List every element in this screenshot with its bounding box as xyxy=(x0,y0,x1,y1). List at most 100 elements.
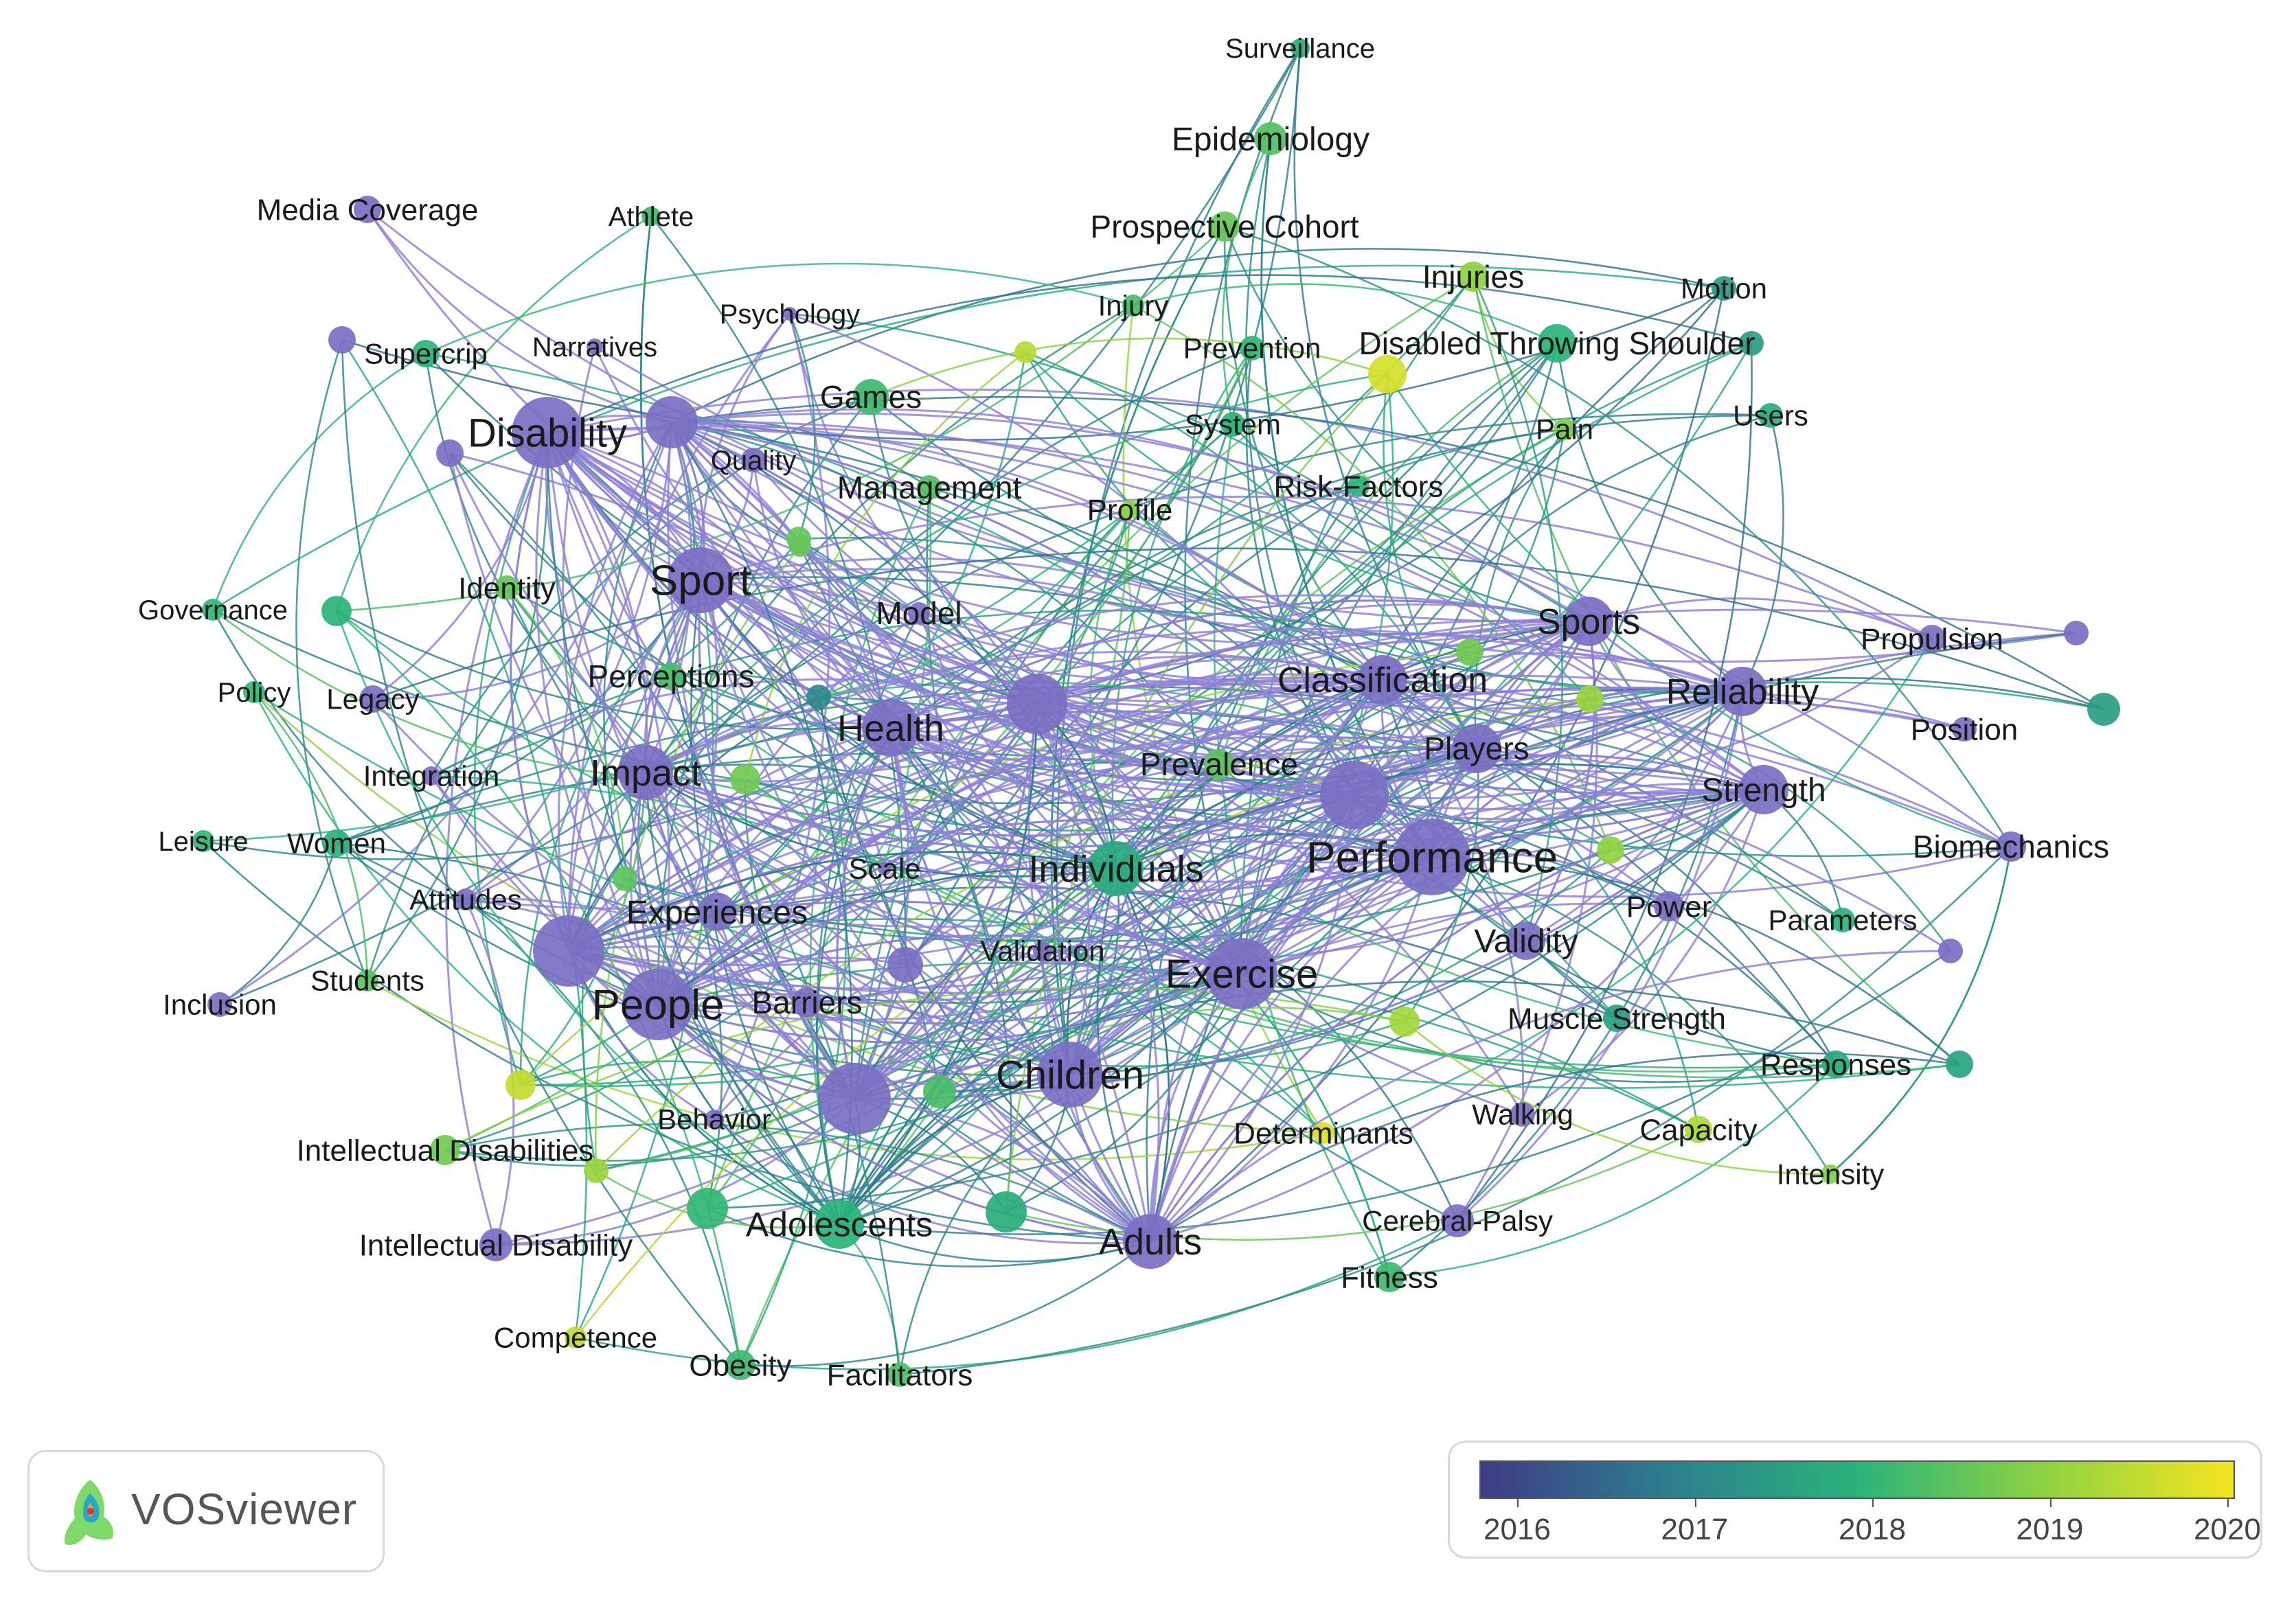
label-media-coverage[interactable]: Media Coverage xyxy=(257,193,479,227)
label-prevalence[interactable]: Prevalence xyxy=(1140,746,1298,782)
node-unlabeled[interactable] xyxy=(533,915,604,987)
label-system[interactable]: System xyxy=(1185,409,1281,441)
label-impact[interactable]: Impact xyxy=(590,753,701,794)
label-responses[interactable]: Responses xyxy=(1760,1048,1911,1081)
node-psychology[interactable] xyxy=(783,307,797,321)
label-obesity[interactable]: Obesity xyxy=(689,1349,791,1382)
label-governance[interactable]: Governance xyxy=(138,595,288,626)
label-strength[interactable]: Strength xyxy=(1701,772,1826,809)
node-cerebral-palsy[interactable] xyxy=(1441,1204,1474,1237)
node-policy[interactable] xyxy=(243,681,265,703)
node-unlabeled[interactable] xyxy=(819,1063,891,1134)
label-intellectual-disabilities[interactable]: Intellectual Disabilities xyxy=(297,1134,594,1167)
node-attitudes[interactable] xyxy=(455,888,477,910)
label-policy[interactable]: Policy xyxy=(218,678,291,708)
node-legacy[interactable] xyxy=(359,685,387,713)
node-athlete[interactable] xyxy=(641,207,661,226)
node-unlabeled[interactable] xyxy=(1739,331,1764,356)
label-profile[interactable]: Profile xyxy=(1087,493,1173,527)
node-obesity[interactable] xyxy=(725,1350,755,1380)
label-fitness[interactable]: Fitness xyxy=(1341,1261,1438,1294)
node-governance[interactable] xyxy=(202,599,224,621)
label-intensity[interactable]: Intensity xyxy=(1777,1158,1884,1191)
label-reliability[interactable]: Reliability xyxy=(1666,672,1819,712)
node-prospective-cohort[interactable] xyxy=(1209,211,1240,242)
node-unlabeled[interactable] xyxy=(687,1188,728,1229)
label-adults[interactable]: Adults xyxy=(1099,1221,1202,1263)
node-parameters[interactable] xyxy=(1830,908,1855,932)
node-unlabeled[interactable] xyxy=(613,867,637,891)
node-identity[interactable] xyxy=(495,575,519,600)
node-unlabeled[interactable] xyxy=(584,1158,609,1183)
label-athlete[interactable]: Athlete xyxy=(609,202,694,232)
node-scale[interactable] xyxy=(878,862,891,875)
node-sport[interactable] xyxy=(668,547,734,613)
node-health[interactable] xyxy=(862,699,920,757)
label-scale[interactable]: Scale xyxy=(848,853,920,885)
node-unlabeled[interactable] xyxy=(1368,355,1407,393)
node-narratives[interactable] xyxy=(587,339,603,355)
node-adults[interactable] xyxy=(1123,1214,1178,1269)
node-adolescents[interactable] xyxy=(815,1200,864,1249)
label-inclusion[interactable]: Inclusion xyxy=(163,989,277,1021)
node-performance[interactable] xyxy=(1394,818,1470,895)
node-injury[interactable] xyxy=(1122,295,1144,317)
label-identity[interactable]: Identity xyxy=(458,571,556,605)
node-integration[interactable] xyxy=(422,766,441,785)
label-facilitators[interactable]: Facilitators xyxy=(827,1358,973,1392)
label-disabled-throwing-shoulder[interactable]: Disabled Throwing Shoulder xyxy=(1359,325,1755,361)
label-performance[interactable]: Performance xyxy=(1306,832,1558,882)
label-narratives[interactable]: Narratives xyxy=(532,332,657,363)
node-pain[interactable] xyxy=(1554,418,1576,440)
node-validation[interactable] xyxy=(1033,941,1052,961)
label-exercise[interactable]: Exercise xyxy=(1166,952,1318,996)
node-unlabeled[interactable] xyxy=(806,685,831,709)
node-management[interactable] xyxy=(917,475,942,500)
label-risk-factors[interactable]: Risk-Factors xyxy=(1274,470,1444,503)
node-unlabeled[interactable] xyxy=(1938,939,1963,963)
node-reliability[interactable] xyxy=(1718,667,1767,716)
node-leisure[interactable] xyxy=(192,830,214,852)
label-students[interactable]: Students xyxy=(310,965,424,997)
node-epidemiology[interactable] xyxy=(1254,122,1287,155)
label-supercrip[interactable]: Supercrip xyxy=(364,338,488,370)
label-players[interactable]: Players xyxy=(1424,731,1529,766)
node-games[interactable] xyxy=(853,379,889,415)
label-barriers[interactable]: Barriers xyxy=(751,985,862,1020)
node-children[interactable] xyxy=(1037,1042,1103,1108)
node-injuries[interactable] xyxy=(1458,262,1488,292)
node-unlabeled[interactable] xyxy=(1456,639,1484,666)
label-classification[interactable]: Classification xyxy=(1277,661,1488,700)
label-epidemiology[interactable]: Epidemiology xyxy=(1172,122,1369,158)
node-intellectual-disability[interactable] xyxy=(479,1228,512,1261)
node-motion[interactable] xyxy=(1712,276,1736,301)
label-cerebral-palsy[interactable]: Cerebral-Palsy xyxy=(1362,1205,1553,1237)
label-behavior[interactable]: Behavior xyxy=(657,1103,771,1136)
node-strength[interactable] xyxy=(1739,765,1788,814)
node-fitness[interactable] xyxy=(1374,1262,1405,1292)
node-surveillance[interactable] xyxy=(1291,38,1310,58)
label-children[interactable]: Children xyxy=(996,1053,1144,1097)
label-integration[interactable]: Integration xyxy=(363,760,499,792)
node-responses[interactable] xyxy=(1822,1051,1850,1078)
label-capacity[interactable]: Capacity xyxy=(1639,1113,1757,1147)
label-determinants[interactable]: Determinants xyxy=(1234,1116,1413,1150)
label-sport[interactable]: Sport xyxy=(650,558,751,605)
node-walking[interactable] xyxy=(1510,1102,1535,1127)
node-unlabeled[interactable] xyxy=(321,596,352,626)
label-experiences[interactable]: Experiences xyxy=(626,895,808,931)
node-experiences[interactable] xyxy=(698,893,736,931)
label-competence[interactable]: Competence xyxy=(494,1322,657,1354)
node-model[interactable] xyxy=(908,602,930,624)
label-power[interactable]: Power xyxy=(1626,890,1712,924)
node-unlabeled[interactable] xyxy=(1597,836,1624,864)
node-users[interactable] xyxy=(1758,403,1783,428)
node-validity[interactable] xyxy=(1507,921,1545,960)
node-women[interactable] xyxy=(323,829,350,857)
node-muscle-strength[interactable] xyxy=(1603,1005,1630,1032)
node-biomechanics[interactable] xyxy=(1996,831,2026,862)
label-injury[interactable]: Injury xyxy=(1098,290,1169,322)
label-women[interactable]: Women xyxy=(287,827,386,860)
node-players[interactable] xyxy=(1452,724,1501,773)
label-muscle-strength[interactable]: Muscle Strength xyxy=(1508,1002,1726,1035)
